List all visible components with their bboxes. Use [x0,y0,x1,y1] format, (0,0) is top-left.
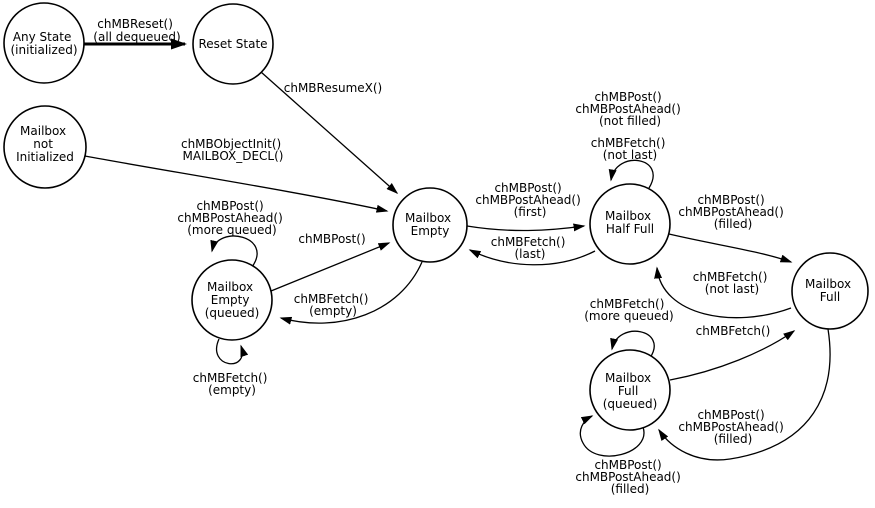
transition-resume-label: chMBResumeX() [284,81,382,95]
transition-post-first [466,223,586,232]
transition-object-init-label: chMBObjectInit() MAILBOX_DECL() [181,137,285,163]
transition-post-filled-queue-label: chMBPost() chMBPostAhead() (filled) [678,408,787,446]
state-circle-any-state [3,2,85,84]
transition-post-more-queued-label: chMBPost() chMBPostAhead() (more queued) [177,199,286,237]
transition-fetch-refill-label: chMBFetch() [696,324,771,338]
transition-post-more-queued [210,235,258,268]
transition-fetch-more-queued [610,330,655,359]
transition-post-filled-self-label: chMBPost() chMBPostAhead() (filled) [575,458,684,496]
transition-post-not-filled-label: chMBPost() chMBPostAhead() (not filled) [575,90,684,128]
state-label-mailbox-empty: Mailbox Empty [405,211,455,238]
transition-post-filled [668,233,793,263]
state-label-reset-state: Reset State [198,37,267,51]
transition-fetch-not-last-self [608,159,654,189]
state-circle-mailbox-empty [392,187,468,263]
state-label-mailbox-full: Mailbox Full [805,277,855,304]
state-label-mailbox-not-initialized: Mailbox not Initialized [16,124,74,164]
state-mailbox-not-initialized: Mailbox not Initialized [3,105,87,189]
transition-post-dequeue [270,242,391,292]
transition-post-filled-label: chMBPost() chMBPostAhead() (filled) [678,193,787,231]
transition-post-first-label: chMBPost() chMBPostAhead() (first) [475,181,584,219]
state-circle-mailbox-full-queued [589,349,671,431]
transition-post-dequeue-label: chMBPost() [298,232,365,246]
state-circle-mailbox-half-full [589,183,671,265]
transition-post-filled-self [579,415,645,457]
transition-fetch-empty-label: chMBFetch() (empty) [294,292,373,318]
state-mailbox-empty: Mailbox Empty [392,187,468,263]
transition-fetch-empty-self-label: chMBFetch() (empty) [193,371,272,397]
state-label-mailbox-empty-queued: Mailbox Empty (queued) [205,280,260,320]
state-reset-state: Reset State [192,3,274,85]
state-circle-mailbox-full [791,252,869,330]
state-circle-mailbox-empty-queued [191,259,273,341]
state-any-state: Any State (initialized) [3,2,85,84]
transition-reset-label: chMBReset() (all dequeued) [93,17,180,44]
states-layer: Any State (initialized) Reset State Mail… [3,2,869,431]
transition-fetch-not-last [654,266,792,319]
transition-post-filled-queue [658,328,831,461]
state-label-mailbox-half-full: Mailbox Half Full [605,209,655,236]
transition-fetch-last [468,249,596,266]
state-label-any-state: Any State (initialized) [11,30,78,57]
transition-fetch-last-label: chMBFetch() (last) [491,235,570,261]
transition-resume [260,71,399,194]
transition-object-init [84,155,389,213]
state-mailbox-full-queued: Mailbox Full (queued) [589,349,671,431]
transition-fetch-more-queued-label: chMBFetch() (more queued) [584,297,673,323]
state-mailbox-half-full: Mailbox Half Full [589,183,671,265]
transition-fetch-empty-self [216,338,249,365]
state-circle-reset-state [192,3,274,85]
state-circle-mailbox-not-initialized [3,105,87,189]
transition-fetch-refill [669,330,796,381]
state-mailbox-full: Mailbox Full [791,252,869,330]
transition-fetch-not-last-label: chMBFetch() (not last) [693,270,772,296]
state-label-mailbox-full-queued: Mailbox Full (queued) [603,371,658,411]
transitions-layer: chMBReset() (all dequeued) chMBResumeX()… [84,17,831,496]
transition-fetch-empty [279,261,423,325]
transition-fetch-not-last-self-label: chMBFetch() (not last) [591,136,670,162]
state-mailbox-empty-queued: Mailbox Empty (queued) [191,259,273,341]
